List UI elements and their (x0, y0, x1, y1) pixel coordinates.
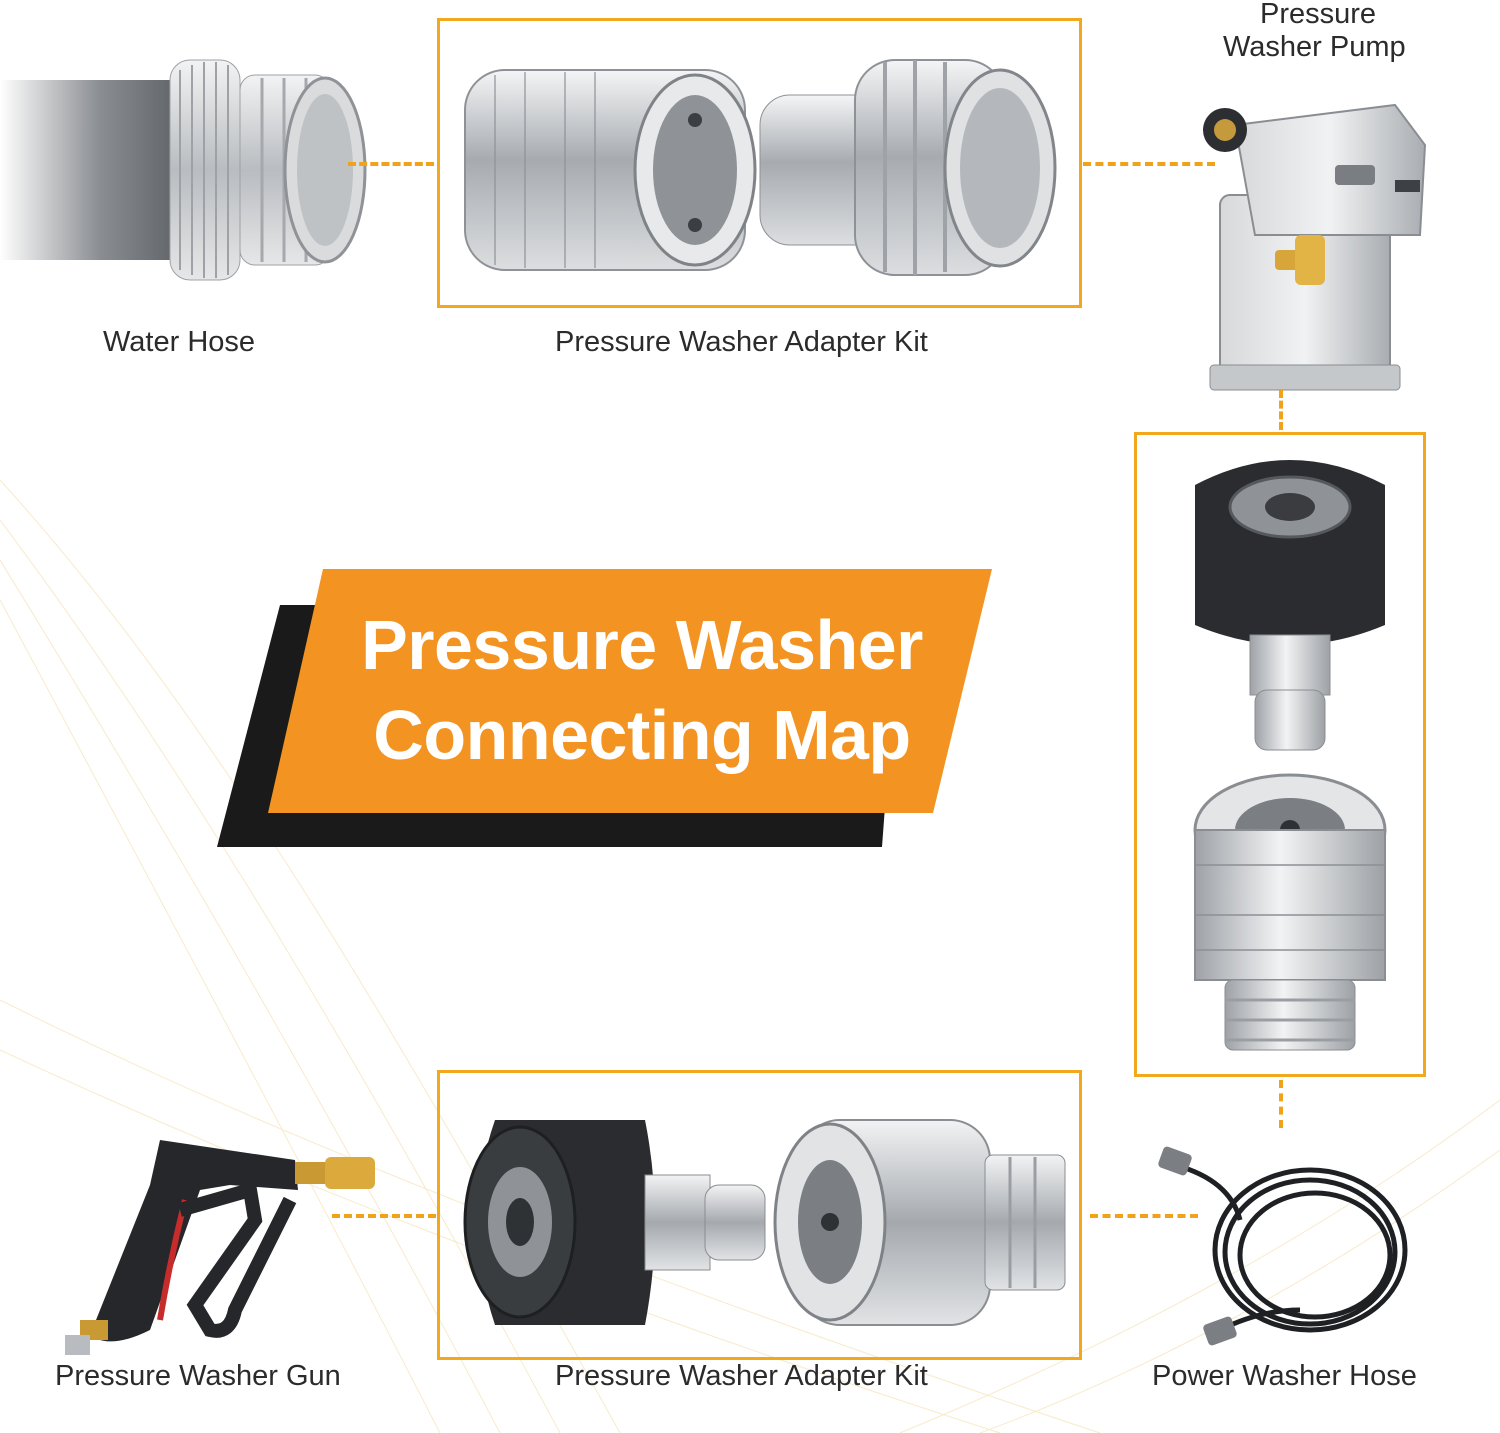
quick-connect-coupler-icon (464, 69, 757, 271)
adapter-kit-top-image (455, 40, 1065, 280)
water-hose-image (0, 50, 370, 290)
adapter-kit-top-frame (437, 18, 1082, 308)
pump-label-line1: Pressure (1260, 0, 1377, 30)
connector-line-adapters-to-power-hose (1279, 1080, 1283, 1128)
connector-line-kit-to-pump (1083, 162, 1215, 166)
adapter-kit-bottom-image (455, 1110, 1070, 1340)
water-hose-label: Water Hose (103, 326, 256, 358)
title-line-2: Connecting Map (373, 696, 911, 774)
water-hose-connector-icon (0, 59, 367, 281)
power-washer-hose-icon (1158, 1146, 1408, 1346)
connector-line-gun-to-kit (332, 1214, 436, 1218)
adapter-kit-right-image (1180, 445, 1400, 1065)
garden-hose-adapter-icon (759, 59, 1057, 276)
adapter-kit-bottom-label: Pressure Washer Adapter Kit (555, 1360, 928, 1392)
connector-line-hose-to-kit (348, 162, 434, 166)
adapter-kit-top-label: Pressure Washer Adapter Kit (555, 326, 928, 358)
title-line-1: Pressure Washer (361, 606, 923, 684)
pressure-washer-pump-image (1195, 85, 1435, 395)
quick-connect-socket-bottom-icon (773, 1119, 1066, 1326)
pump-label-line2: Washer Pump (1223, 31, 1406, 63)
adapter-kit-bottom-frame (437, 1070, 1082, 1360)
pressure-washer-gun-icon (65, 1140, 375, 1355)
m22-to-quick-connect-plug-icon (1195, 460, 1385, 751)
quick-connect-to-m22-socket-icon (1193, 773, 1387, 1051)
adapter-kit-right-frame (1134, 432, 1426, 1077)
pressure-washer-pump-icon (1203, 103, 1427, 391)
power-hose-label: Power Washer Hose (1152, 1360, 1417, 1392)
connector-line-pump-to-adapters (1279, 390, 1283, 430)
pressure-washer-gun-image (50, 1130, 380, 1360)
connector-line-kit-to-power-hose (1090, 1214, 1198, 1218)
power-washer-hose-image (1150, 1140, 1420, 1355)
m22-plug-bottom-icon (463, 1120, 766, 1325)
title-banner (217, 569, 992, 847)
gun-label: Pressure Washer Gun (55, 1360, 341, 1392)
title-banner-fill (268, 569, 992, 813)
